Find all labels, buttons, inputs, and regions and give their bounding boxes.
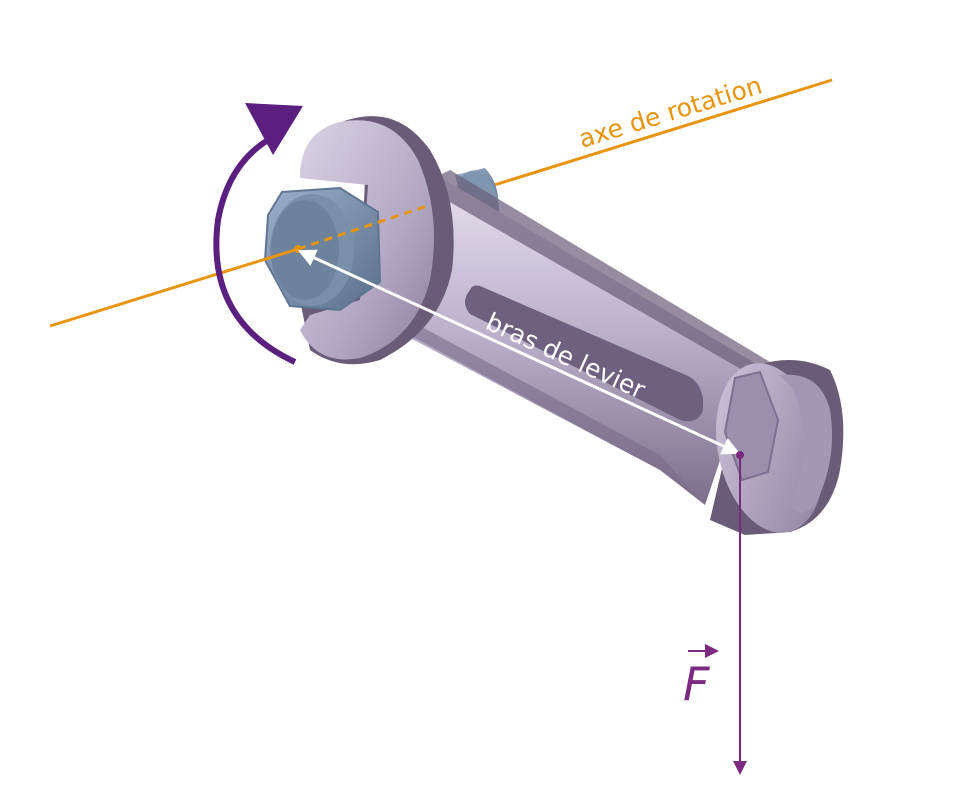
rotation-axis-point <box>294 245 302 253</box>
bolt-nut <box>263 186 382 312</box>
rotation-axis-label: axe de rotation <box>575 70 765 153</box>
lever-arm-arrow <box>297 249 741 455</box>
force-label: F <box>683 644 719 711</box>
rotation-axis-hidden <box>297 203 431 251</box>
force-symbol: F <box>683 657 710 711</box>
force-application-point <box>736 451 744 459</box>
curved-rotation-arrow-icon <box>213 103 303 365</box>
rotation-axis-front <box>49 247 299 328</box>
rotation-axis-back <box>429 78 833 207</box>
